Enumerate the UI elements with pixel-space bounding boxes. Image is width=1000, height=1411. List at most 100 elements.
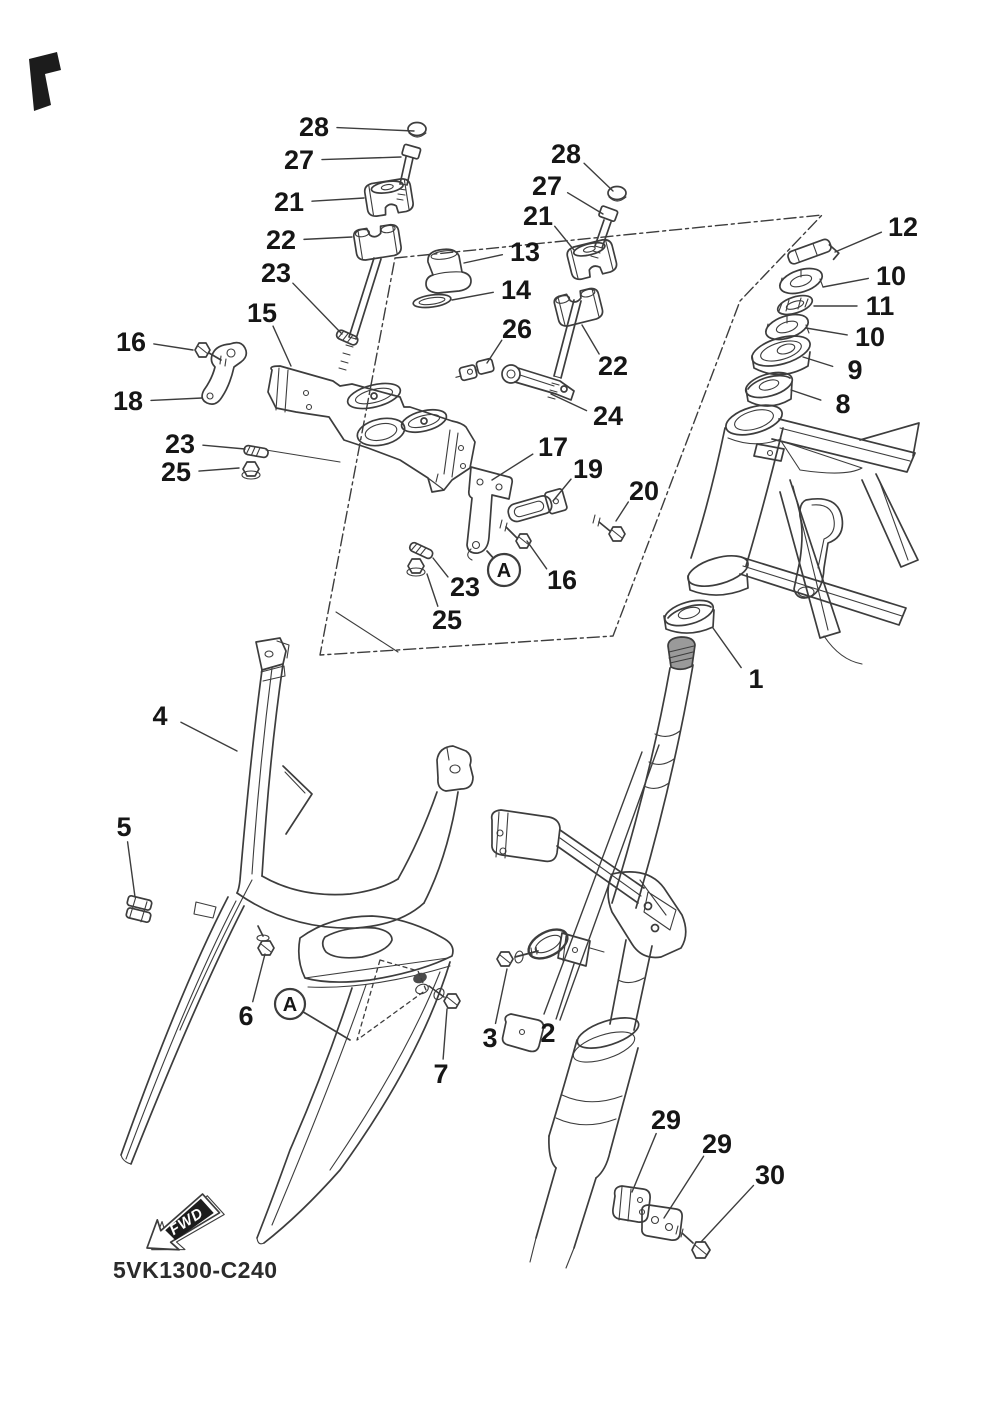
part-number-label: 2: [540, 1018, 555, 1048]
part-number-label: 16: [116, 327, 146, 357]
bolt-20: [592, 514, 626, 542]
bearing-race-1: [663, 599, 715, 634]
leader-line: [663, 1155, 705, 1219]
part-number-label: 29: [702, 1129, 732, 1159]
leader-line: [126, 841, 136, 898]
part-number-label: 19: [573, 454, 603, 484]
spring-washer-23-upper: [335, 329, 359, 346]
steering-head-stack: [744, 238, 840, 407]
part-number-label: 25: [432, 605, 462, 635]
clamp-lower-parts: [194, 341, 626, 577]
part-number-label: 28: [299, 112, 329, 142]
part-number-label: 28: [551, 139, 581, 169]
part-number-label: 10: [855, 322, 885, 352]
part-number-label: 23: [450, 572, 480, 602]
detail-marker-circle: [273, 987, 307, 1021]
part-number-label: 22: [598, 351, 628, 381]
upper-holder-21-left: [363, 178, 414, 217]
part-number-label: 4: [152, 701, 167, 731]
leader-line: [631, 1132, 657, 1193]
leader-line: [552, 478, 572, 502]
detail-marker-label: A: [497, 560, 511, 582]
steering-stem-assembly: [490, 599, 715, 1269]
leader-line: [581, 324, 600, 355]
detail-marker-circle: [486, 552, 522, 588]
diagram-code: 5VK1300-C240: [113, 1257, 278, 1283]
leader-line: [834, 231, 883, 253]
part-number-label: 21: [523, 201, 553, 231]
detail-leader-line: [302, 1010, 351, 1041]
bearing-cover-9: [751, 335, 811, 376]
leader-line: [555, 963, 575, 1020]
assembly-reference-line: [265, 449, 399, 653]
leader-line: [550, 393, 588, 412]
leader-line: [292, 282, 343, 335]
holder-bolt-shaft-left: [338, 257, 382, 371]
lower-triple-clamp: [490, 809, 687, 1031]
leader-line: [432, 557, 449, 578]
cap-13: [425, 248, 472, 294]
mount-detail-dashed-box: [356, 959, 427, 1041]
steering-stem: [543, 636, 696, 1021]
holder-bolt-shaft-right: [547, 299, 582, 400]
frame-spars: [739, 418, 920, 665]
bolt-6: [256, 925, 275, 956]
leader-line: [491, 453, 534, 481]
cap-bolt-cover-28-right: [607, 185, 627, 202]
leader-line: [153, 343, 194, 351]
front-fender-4: [120, 637, 474, 1245]
leader-line: [252, 953, 266, 1003]
part-number-label: 6: [238, 1001, 253, 1031]
fwd-arrow: FWD: [146, 1193, 225, 1251]
leader-line: [180, 721, 238, 752]
frame: [687, 404, 920, 665]
part-number-label: 25: [161, 457, 191, 487]
leader-line: [336, 126, 415, 132]
grommet-7: [413, 972, 429, 995]
part-number-label: 26: [502, 314, 532, 344]
fender-fasteners: [125, 894, 461, 1041]
leader-line: [712, 627, 742, 669]
part-number-label: 20: [629, 476, 659, 506]
leader-line: [198, 467, 240, 472]
scan-mark: [29, 52, 61, 111]
reflector-bracket-29-second: [641, 1204, 683, 1241]
bolt-27-left: [396, 143, 422, 201]
fender-rear-blade: [256, 961, 451, 1245]
part-number-label: 8: [835, 389, 850, 419]
washer-11: [776, 294, 814, 316]
part-number-label: 24: [593, 401, 623, 431]
leader-line: [700, 1184, 755, 1243]
leader-line: [442, 1008, 448, 1060]
leader-line: [321, 156, 402, 161]
fender-side-panel: [297, 915, 454, 988]
part-number-label: 10: [876, 261, 906, 291]
ring-nut-10-lower: [764, 313, 810, 341]
leader-line: [463, 253, 504, 264]
part-number-label: 29: [651, 1105, 681, 1135]
leader-line: [202, 444, 246, 450]
bolt-30: [675, 1225, 711, 1259]
part-number-label: 27: [532, 171, 562, 201]
part-number-label: 9: [847, 355, 862, 385]
detail-enclosure-outline: [319, 214, 823, 656]
part-number-label: 30: [755, 1160, 785, 1190]
upper-triple-clamp-15: [267, 365, 476, 493]
part-number-label: 23: [261, 258, 291, 288]
detail-marker-label: A: [283, 994, 297, 1016]
part-number-label: 3: [482, 1023, 497, 1053]
handlebar-holder-right: [547, 185, 627, 400]
spring-washer-23-center: [408, 541, 434, 560]
part-number-label: 15: [247, 298, 277, 328]
leader-line: [272, 325, 292, 367]
center-parts: [412, 248, 575, 401]
steering-stop-bracket: [793, 498, 844, 599]
o-ring-14: [412, 293, 452, 309]
part-number-label: 27: [284, 145, 314, 175]
ring-nut-10-upper: [778, 267, 824, 295]
leader-line: [451, 291, 494, 301]
leader-line: [805, 327, 848, 336]
leader-line: [150, 397, 203, 402]
